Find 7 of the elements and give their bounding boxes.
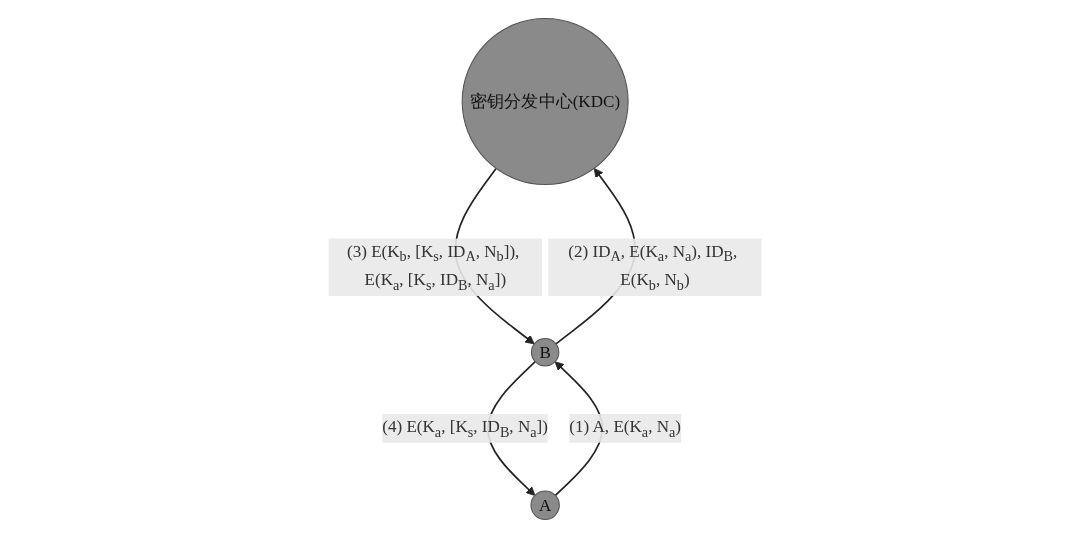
edge-label: (2) ID$_{A}$, E(K$_{a}$, N$_{a}$), ID$_{B}$, E(K$_{b}$, N$_{b}$) [548,238,763,297]
ellipse-node: B [531,338,560,367]
edge-label: (4) E(K$_{a}$, [K$_{s}$, ID$_{B}$, N$_{a}$]) [382,414,549,444]
edge-label: (1) A, E(K$_{a}$, N$_{a}$) [569,414,682,443]
ellipse-node: A [530,490,561,520]
ellipse-node: 密钥分发中心(KDC) [462,18,629,186]
edge-label: (3) E(K$_{b}$, [K$_{s}$, ID$_{A}$, N$_{b}$]), E(K$_{a}$, [K$_{s}$, ID$_{B}$, N$_{a}$]) [328,238,543,297]
